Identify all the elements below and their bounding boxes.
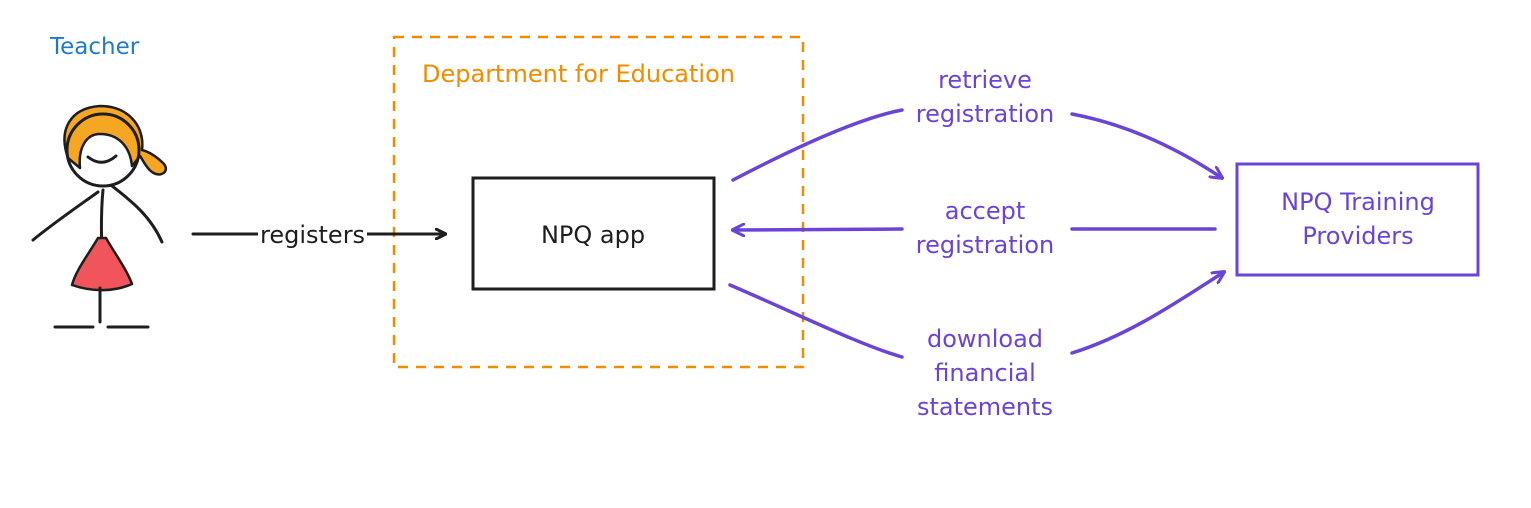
- teacher-hair: [63, 104, 168, 176]
- download-arrow: [728, 272, 1224, 359]
- retrieve-arrow: [731, 108, 1222, 180]
- download-label-line3: statements: [916, 393, 1054, 421]
- teacher-head: [65, 112, 141, 188]
- teacher-right-arm: [110, 184, 164, 244]
- npq-app-label: NPQ app: [540, 221, 646, 249]
- dfe-boundary: [392, 35, 805, 369]
- download-label-line1: download: [926, 325, 1044, 353]
- teacher-dress: [70, 236, 134, 292]
- accept-label-line2: registration: [915, 231, 1055, 259]
- dfe-label: Department for Education: [422, 60, 735, 88]
- npq-app-box: [471, 176, 716, 291]
- providers-label-line2: Providers: [1302, 222, 1414, 250]
- teacher-smile: [86, 154, 118, 164]
- accept-arrow: [733, 229, 1217, 230]
- providers-box: [1235, 162, 1480, 277]
- retrieve-label-line1: retrieve: [938, 66, 1032, 94]
- download-label: download financial statements: [880, 322, 1090, 424]
- teacher-figure: [31, 104, 168, 329]
- providers-label-line1: NPQ Training: [1281, 188, 1435, 216]
- download-label-line2: financial: [934, 359, 1036, 387]
- accept-label-line1: accept: [944, 197, 1026, 225]
- accept-label: accept registration: [880, 194, 1090, 262]
- retrieve-label: retrieve registration: [880, 63, 1090, 131]
- registers-label: registers: [258, 218, 368, 252]
- teacher-left-arm: [31, 190, 100, 242]
- providers-label: NPQ Training Providers: [1238, 185, 1478, 253]
- retrieve-label-line2: registration: [915, 100, 1055, 128]
- teacher-label: Teacher: [50, 34, 140, 60]
